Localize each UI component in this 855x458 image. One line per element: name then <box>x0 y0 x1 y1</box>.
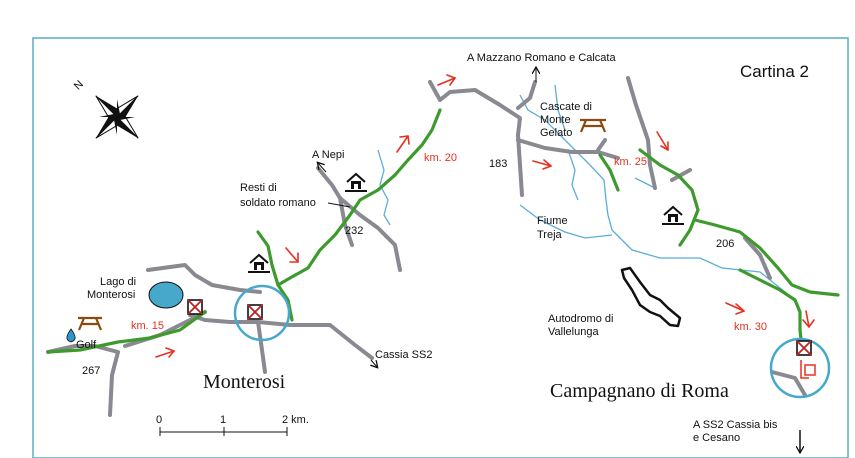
scale-tick-0: 0 <box>156 414 162 426</box>
direction-arrows <box>155 74 815 358</box>
km-marker-15: km. 15 <box>131 320 164 332</box>
label-cassia: Cassia SS2 <box>375 349 432 361</box>
house-icon <box>345 172 367 192</box>
label-cassia-bis-line2: e Cesano <box>693 432 740 444</box>
label-autodromo-line1: Autodromo di <box>548 313 613 325</box>
arrow-1 <box>155 347 175 358</box>
campagnano-circle <box>769 337 831 399</box>
road-number-183: 183 <box>489 158 507 170</box>
scale-bar <box>159 427 288 436</box>
km-marker-25: km. 25 <box>614 156 647 168</box>
label-cascate-line1: Cascate di <box>540 101 592 113</box>
arrow-8 <box>802 310 815 328</box>
house-icon <box>662 205 684 225</box>
label-resti-line1: Resti di <box>240 182 277 194</box>
label-cassia-bis-line1: A SS2 Cassia bis <box>693 419 778 431</box>
label-nepi: A Nepi <box>312 149 344 161</box>
monterosi-circle <box>233 284 291 342</box>
scale-tick-2: 2 km. <box>282 414 309 426</box>
label-fiume-line1: Fiume <box>537 215 568 227</box>
arrow-5 <box>532 159 552 170</box>
autodromo-track <box>620 266 682 328</box>
label-lago-line2: Monterosi <box>87 289 135 301</box>
church-icon <box>187 299 203 315</box>
km-marker-20: km. 20 <box>424 152 457 164</box>
road-number-206: 206 <box>716 238 734 250</box>
church-icon <box>247 304 263 320</box>
arrow-2 <box>285 247 299 263</box>
nepi-arrow <box>318 163 327 173</box>
leader-arrows <box>318 68 536 367</box>
arrow-6 <box>656 131 669 151</box>
water-drop-icon <box>66 328 76 343</box>
compass-rose-icon <box>95 95 139 139</box>
road-number-232: 232 <box>345 225 363 237</box>
road-number-267: 267 <box>82 365 100 377</box>
soldato-leader <box>327 202 351 208</box>
roads <box>46 76 807 417</box>
label-lago-line1: Lago di <box>100 276 136 288</box>
arrow-3 <box>396 135 410 153</box>
label-golf: Golf <box>76 339 97 351</box>
town-campagnano: Campagnano di Roma <box>550 380 729 402</box>
church-icon <box>796 340 812 356</box>
town-monterosi: Monterosi <box>203 371 286 393</box>
lake-monterosi <box>148 281 184 309</box>
label-autodromo-line2: Vallelunga <box>548 326 599 338</box>
scale-tick-1: 1 <box>220 414 226 426</box>
arrow-4 <box>437 74 456 86</box>
picnic-table-icon <box>77 316 103 331</box>
map-frame <box>32 37 849 458</box>
poi-marker-icon <box>800 360 816 379</box>
picnic-table-icon <box>579 118 607 133</box>
label-cascate-line2: Monte <box>540 114 571 126</box>
map-title: Cartina 2 <box>740 62 809 81</box>
label-fiume-line2: Treja <box>537 229 563 241</box>
cassia-arrow <box>371 359 377 367</box>
km-marker-30: km. 30 <box>734 321 767 333</box>
label-resti-line2: soldato romano <box>240 197 316 209</box>
label-mazzano: A Mazzano Romano e Calcata <box>467 52 616 64</box>
house-icon <box>248 253 270 273</box>
route <box>46 108 840 354</box>
arrow-7 <box>725 302 745 315</box>
compass-north-label: N <box>72 78 86 92</box>
label-cascate-line3: Gelato <box>540 127 572 139</box>
rivers <box>377 84 796 301</box>
